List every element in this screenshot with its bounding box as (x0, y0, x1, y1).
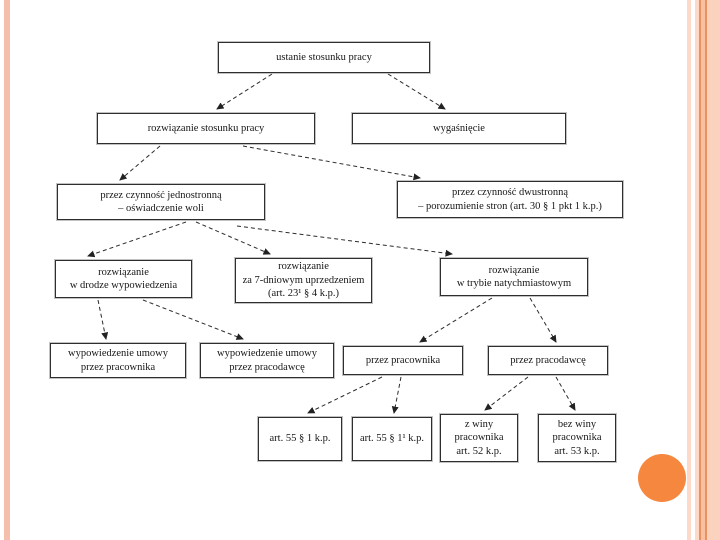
node-label: – porozumienie stron (art. 30 § 1 pkt 1 … (418, 200, 602, 212)
node-label: w drodze wypowiedzenia (69, 280, 178, 291)
edge-rozwiazanie-jednostronna (119, 145, 161, 181)
edge-jednostronna-natychmiastowe (236, 225, 453, 257)
node-art-55-par-1-1: art. 55 § 1¹ k.p. (352, 417, 432, 461)
edge-rozwiazanie-dwustronna (242, 145, 421, 181)
edge-pracodawca-z-winy (484, 376, 529, 411)
edge-pracownik-art55-11 (391, 376, 402, 414)
node-label: wygaśnięcie (433, 122, 485, 134)
node-label: pracownika (454, 432, 504, 444)
node-label: wypowiedzenie umowy (67, 348, 169, 360)
node-label: przez pracownika (80, 361, 156, 373)
node-czynnosc-jednostronna: przez czynność jednostronną – oświadczen… (57, 184, 265, 220)
edge-pracodawca-bez-winy (555, 376, 576, 411)
node-rozwiazanie-wypowiedzenie: rozwiązanie w drodze wypowiedzenia (55, 260, 192, 298)
right-accent-stripe (687, 0, 691, 540)
node-label: pracownika (552, 432, 602, 444)
node-label: rozwiązanie (488, 264, 540, 276)
node-przez-pracodawce: przez pracodawcę (488, 346, 608, 375)
node-label: rozwiązanie stosunku pracy (147, 122, 265, 134)
node-label: wypowiedzenie umowy (216, 348, 318, 360)
edge-jednostronna-uprzedzenie (195, 221, 271, 255)
node-label: – oświadczenie woli (118, 203, 204, 214)
node-czynnosc-dwustronna: przez czynność dwustronną – porozumienie… (397, 181, 623, 218)
node-art-55-par-1: art. 55 § 1 k.p. (258, 417, 342, 461)
edge-pracownik-art55-1 (307, 376, 383, 414)
node-bez-winy-pracownika: bez winy pracownika art. 53 k.p. (538, 414, 616, 462)
node-label: przez pracodawcę (510, 354, 586, 366)
node-label: ustanie stosunku pracy (276, 51, 372, 63)
node-label: art. 53 k.p. (554, 445, 600, 457)
node-label: w trybie natychmiastowym (456, 278, 572, 289)
node-label: (art. 23¹ § 4 k.p.) (267, 288, 340, 300)
node-label: art. 55 § 1¹ k.p. (359, 433, 425, 445)
right-accent-stripe (699, 0, 701, 540)
right-accent-stripe (705, 0, 707, 540)
right-accent-stripe (695, 0, 699, 540)
node-wypowiedzenie-przez-pracodawce: wypowiedzenie umowy przez pracodawcę (200, 343, 334, 378)
edge-root-wygasniecie (387, 73, 446, 110)
node-label: art. 52 k.p. (456, 445, 502, 457)
node-label: przez czynność jednostronną (100, 189, 222, 201)
right-accent-stripe (701, 0, 705, 540)
node-rozwiazanie-uprzedzenie: rozwiązanie za 7-dniowym uprzedzeniem (a… (235, 258, 372, 303)
node-ustanie-stosunku-pracy: ustanie stosunku pracy (218, 42, 430, 73)
node-label: z winy (464, 418, 494, 430)
node-label: przez pracodawcę (229, 361, 305, 373)
left-accent-stripe (4, 0, 10, 540)
edge-root-rozwiazanie (216, 73, 273, 110)
node-label: bez winy (557, 418, 597, 430)
node-label: przez czynność dwustronną (451, 187, 569, 199)
accent-circle (638, 454, 686, 502)
edge-natychmiastowe-pracodawca (529, 297, 557, 343)
node-wygasniecie: wygaśnięcie (352, 113, 566, 144)
node-label: przez pracownika (365, 354, 441, 366)
node-label: za 7-dniowym uprzedzeniem (242, 274, 365, 286)
node-label: art. 55 § 1 k.p. (269, 433, 331, 445)
node-rozwiazanie-natychmiastowe: rozwiązanie w trybie natychmiastowym (440, 258, 588, 296)
node-label: rozwiązanie (98, 266, 149, 278)
edge-wypowiedzenie-pracodawca (142, 299, 244, 340)
right-accent-stripe (707, 0, 720, 540)
node-wypowiedzenie-przez-pracownika: wypowiedzenie umowy przez pracownika (50, 343, 186, 378)
edge-jednostronna-wypowiedzenie (87, 221, 187, 258)
edge-natychmiastowe-pracownik (419, 297, 493, 343)
edge-wypowiedzenie-pracownik (97, 299, 109, 340)
node-z-winy-pracownika: z winy pracownika art. 52 k.p. (440, 414, 518, 462)
node-label: rozwiązanie (278, 261, 329, 273)
node-przez-pracownika: przez pracownika (343, 346, 463, 375)
node-rozwiazanie-stosunku-pracy: rozwiązanie stosunku pracy (97, 113, 315, 144)
